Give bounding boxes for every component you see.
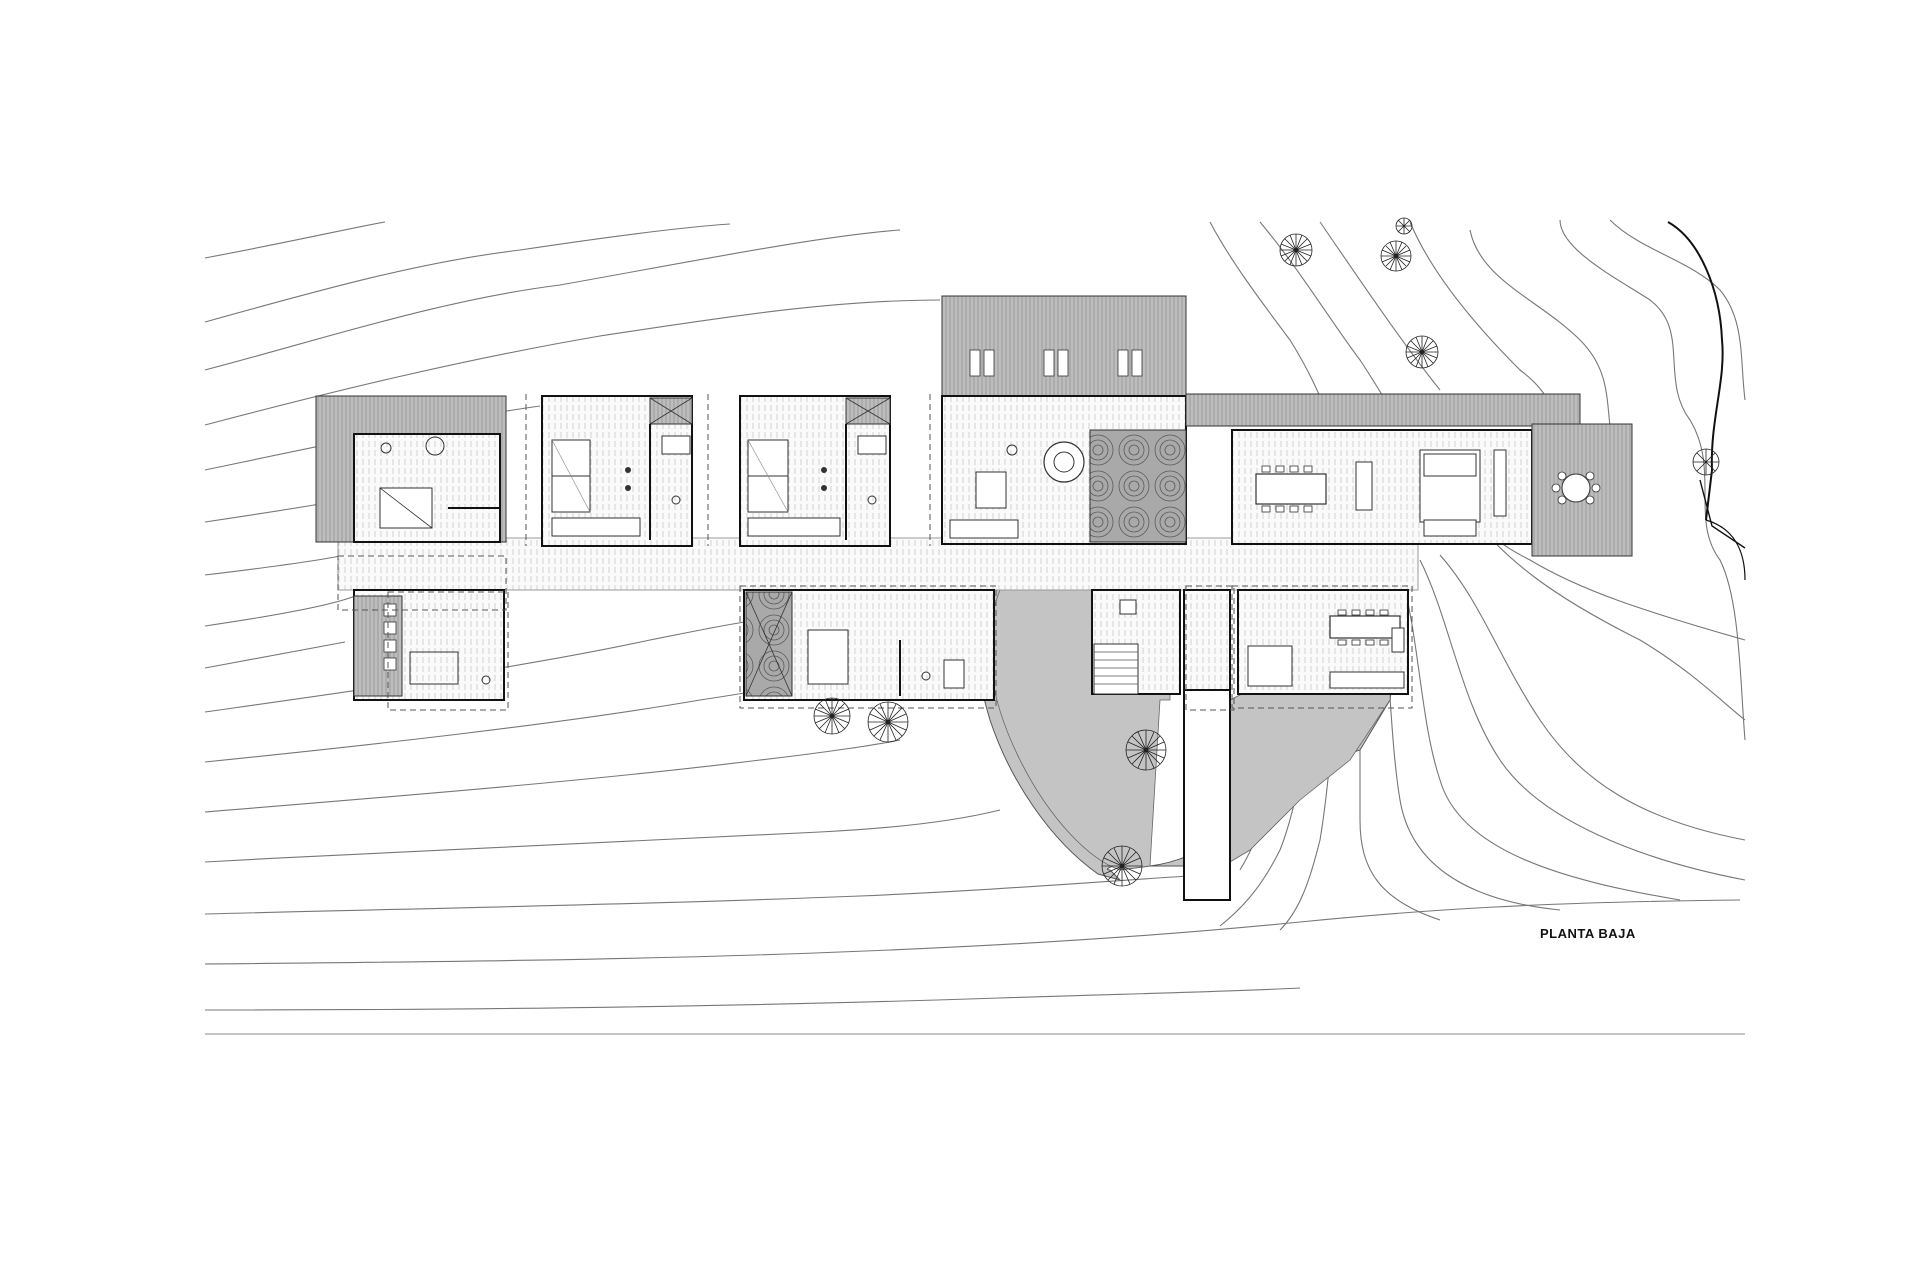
module-west	[315, 395, 507, 701]
module-bedroom-2	[739, 395, 891, 547]
access-ramp	[1183, 689, 1231, 901]
roof-outlines	[337, 394, 1413, 711]
trees	[813, 217, 1720, 887]
module-south-bedroom	[743, 589, 995, 701]
module-kitchen	[1237, 589, 1409, 695]
module-living	[941, 295, 1187, 545]
module-dining	[1185, 393, 1633, 557]
site-boundary	[1667, 221, 1746, 581]
module-bedroom-1	[541, 395, 693, 547]
plan-title: PLANTA BAJA	[1540, 926, 1636, 941]
terrain-contours	[204, 219, 1746, 1011]
module-stair-core	[1091, 589, 1231, 695]
